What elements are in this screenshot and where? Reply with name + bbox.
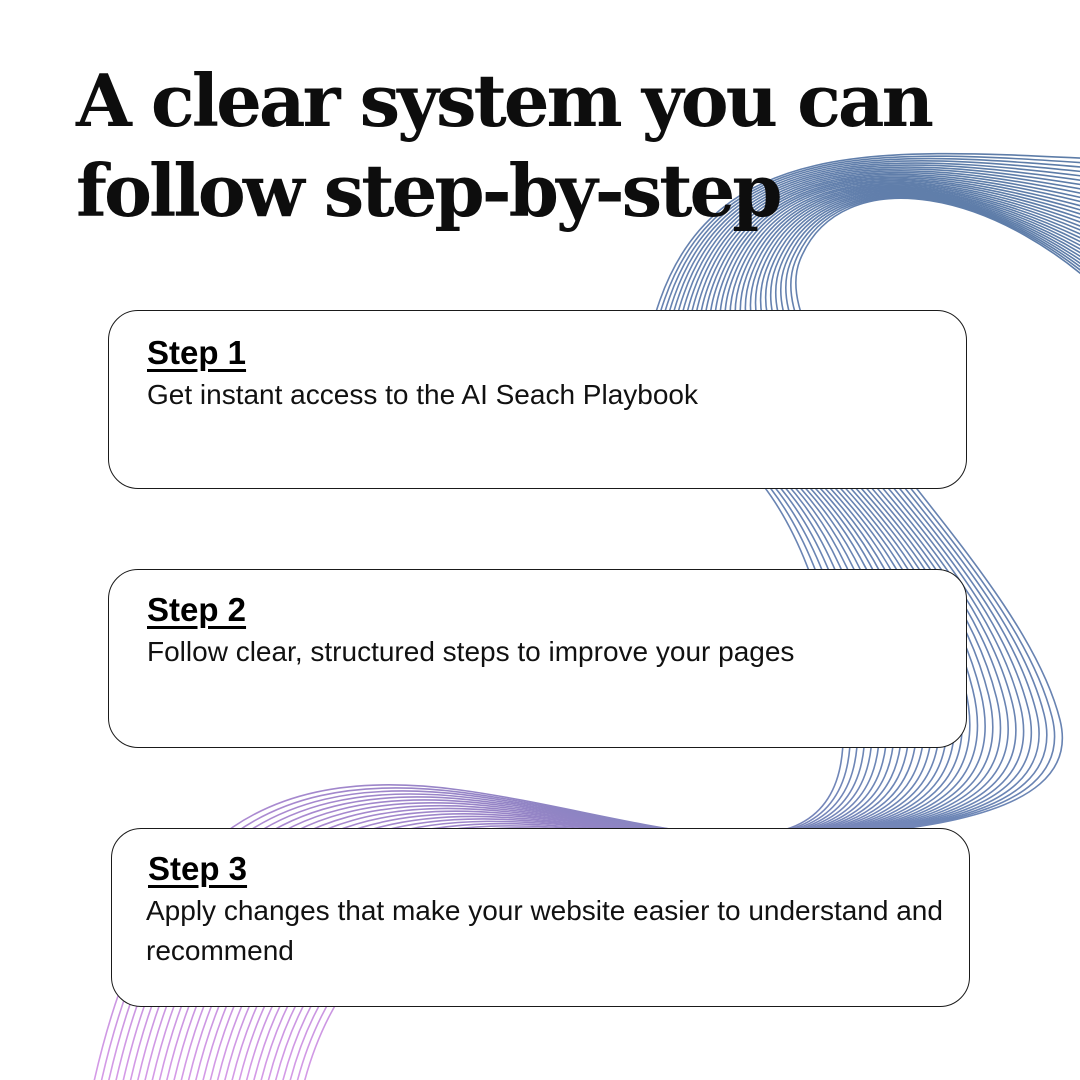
step-2-description: Follow clear, structured steps to improv… (147, 636, 795, 667)
page-title-line-2: follow step-by-step (76, 148, 783, 233)
page-title: A clear system you can follow step-by-st… (76, 56, 1036, 236)
step-1-title: Step 1 (147, 334, 247, 371)
step-card-3: Step 3 Apply changes that make your webs… (111, 828, 970, 1007)
step-card-2: Step 2 Follow clear, structured steps to… (108, 569, 967, 748)
step-3-title: Step 3 (148, 850, 248, 887)
page-title-line-1: A clear system you can (76, 58, 934, 143)
step-3-description: Apply changes that make your website eas… (146, 895, 943, 966)
step-1-description: Get instant access to the AI Seach Playb… (147, 379, 698, 410)
step-card-1: Step 1 Get instant access to the AI Seac… (108, 310, 967, 489)
step-2-title: Step 2 (147, 591, 247, 628)
